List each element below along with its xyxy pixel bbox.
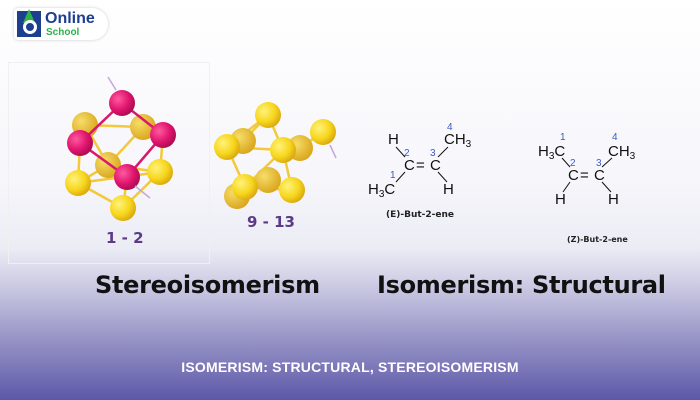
atom — [279, 177, 305, 203]
heading-structural-isomerism: Isomerism: Structural — [377, 271, 666, 299]
atom — [150, 122, 176, 148]
z-but-2-ene-caption: (Z)-But-2-ene — [567, 235, 628, 244]
online-school-logo: Online School — [14, 8, 108, 40]
atom — [214, 134, 240, 160]
svg-text:2: 2 — [404, 148, 410, 159]
svg-text:CH3: CH3 — [608, 143, 636, 162]
logo-brand-line2: School — [46, 27, 80, 38]
title-banner: ISOMERISM: STRUCTURAL, STEREOISOMERISM — [181, 359, 519, 375]
cluster-1-2 — [65, 76, 176, 221]
svg-text:CH3: CH3 — [444, 131, 472, 150]
svg-text:4: 4 — [612, 132, 618, 143]
logo-brand-line1: Online — [45, 10, 95, 27]
heading-stereoisomerism: Stereoisomerism — [95, 271, 320, 299]
atom — [270, 137, 296, 163]
svg-text:1: 1 — [560, 132, 566, 143]
atom — [255, 167, 281, 193]
svg-text:H3C: H3C — [368, 181, 395, 200]
svg-text:C: C — [568, 167, 579, 184]
logo-mark-icon — [17, 9, 41, 37]
atom — [110, 195, 136, 221]
svg-text:3: 3 — [596, 158, 602, 169]
svg-text:=: = — [580, 167, 589, 184]
cluster-label-1-2: 1 - 2 — [106, 229, 144, 247]
cluster-9-13 — [214, 102, 337, 209]
svg-text:H: H — [388, 131, 399, 148]
svg-text:1: 1 — [390, 170, 396, 181]
atom — [232, 174, 258, 200]
atom — [67, 130, 93, 156]
svg-text:C: C — [404, 157, 415, 174]
e-but-2-ene-caption: (E)-But-2-ene — [386, 210, 455, 220]
atom — [65, 170, 91, 196]
svg-text:4: 4 — [447, 122, 453, 133]
svg-text:H3C: H3C — [538, 143, 565, 162]
atom — [255, 102, 281, 128]
cluster-panel — [8, 62, 210, 264]
svg-text:3: 3 — [430, 148, 436, 159]
svg-text:C: C — [594, 167, 605, 184]
svg-text:=: = — [416, 157, 425, 174]
svg-text:H: H — [443, 181, 454, 198]
atom — [109, 90, 135, 116]
cluster-illustration — [65, 76, 337, 221]
svg-text:C: C — [430, 157, 441, 174]
atom — [310, 119, 336, 145]
cluster-label-9-13: 9 - 13 — [247, 213, 295, 231]
svg-text:H: H — [608, 191, 619, 208]
atom — [130, 114, 156, 140]
atom — [114, 164, 140, 190]
atom — [147, 159, 173, 185]
svg-text:2: 2 — [570, 158, 576, 169]
svg-text:H: H — [555, 191, 566, 208]
